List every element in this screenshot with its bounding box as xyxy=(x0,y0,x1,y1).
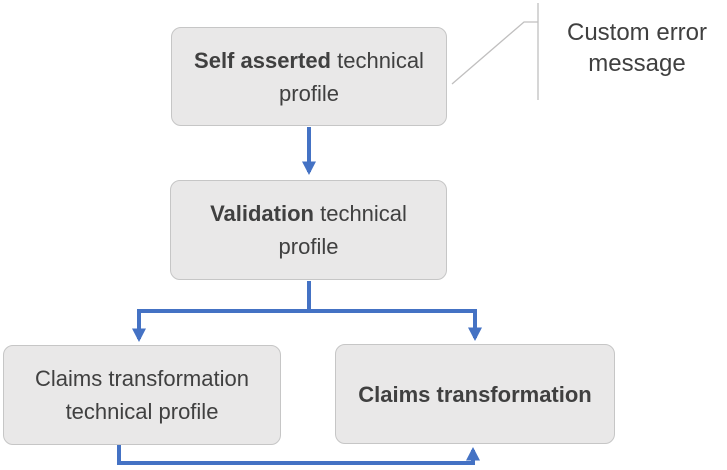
arrow-claims-tp-to-claims-transformation xyxy=(117,445,480,465)
node-validation-technical-profile: Validation technical profile xyxy=(170,180,447,280)
node-claims-transformation: Claims transformation xyxy=(335,344,615,444)
callout-leader-line xyxy=(451,21,538,85)
node-label: Validation technical profile xyxy=(210,201,407,259)
callout-custom-error-message: Custom error message xyxy=(566,19,708,77)
arrow-validation-to-claims-transformation xyxy=(307,281,482,341)
node-label: Self asserted technical profile xyxy=(194,47,424,106)
node-label: Claims transformation xyxy=(358,381,592,407)
arrow-validation-to-claims-tp xyxy=(132,281,311,342)
node-self-asserted-technical-profile: Self asserted technical profile xyxy=(171,27,447,126)
node-label: Claims transformation technical profile xyxy=(35,366,249,424)
node-claims-transformation-technical-profile: Claims transformation technical profile xyxy=(3,345,281,445)
